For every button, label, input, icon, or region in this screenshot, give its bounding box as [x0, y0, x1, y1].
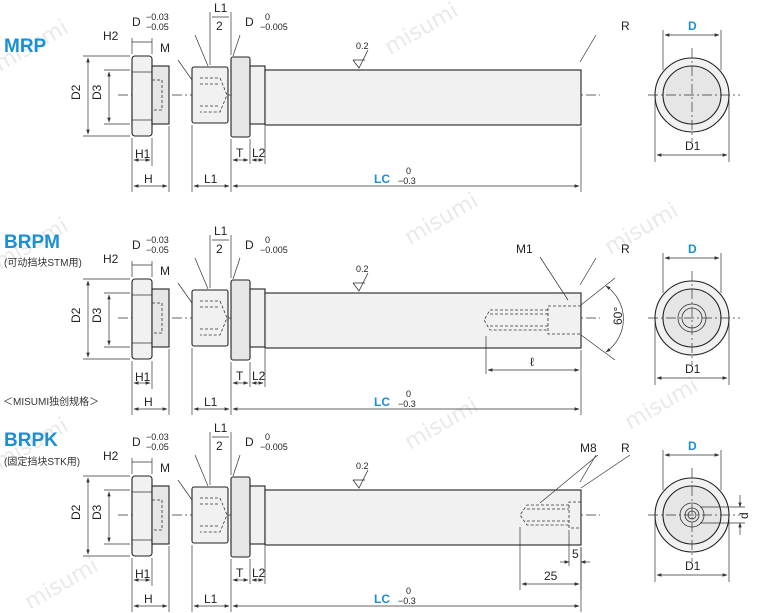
dim-d-label: D: [132, 15, 141, 29]
dim-lc-tol-top: 0: [406, 586, 411, 596]
dim-h: H: [144, 395, 153, 409]
dim-d-tol-bot: −0.05: [146, 22, 169, 32]
dim-d-tol-top: −0.03: [146, 432, 169, 442]
dim-d-label: D: [132, 238, 141, 252]
dim-d-label: D: [132, 435, 141, 449]
watermark: misumi: [601, 198, 683, 260]
dim-h2: H2: [103, 252, 119, 266]
dim-l1-half-bot: 2: [216, 242, 223, 256]
end-view-d: D: [688, 439, 697, 453]
dim-d2: D2: [69, 307, 83, 323]
bottom-note: ＜MISUMI独创规格＞: [3, 395, 99, 408]
view-note: (可动挡块STM用): [4, 256, 82, 269]
roughness: 0.2: [356, 461, 369, 471]
dim-d2: D2: [69, 504, 83, 520]
view-brpm: BRPM (可动挡块STM用) ＜MISUMI独创规格＞ H2 D −0.03 …: [3, 224, 740, 415]
watermark: misumi: [21, 553, 103, 613]
dim-lc-tol-bot: −0.3: [398, 399, 416, 409]
dim-r: R: [621, 19, 630, 33]
dim-d-tol-top: −0.03: [146, 235, 169, 245]
dim-lc-tol-bot: −0.3: [398, 176, 416, 186]
dim-d-tol2-bot: −0.005: [260, 442, 288, 452]
dim-d-tol2-top: 0: [265, 235, 270, 245]
dim-d-tol2-top: 0: [265, 432, 270, 442]
view-note: (固定挡块STK用): [4, 455, 80, 468]
dim-5: 5: [572, 547, 579, 561]
dim-r: R: [621, 242, 630, 256]
dim-m: M: [160, 461, 170, 475]
dim-m8: M8: [580, 441, 597, 455]
dim-t: T: [236, 369, 244, 383]
dim-d3: D3: [90, 84, 104, 100]
dim-t: T: [236, 566, 244, 580]
dim-l2: L2: [252, 146, 266, 160]
dim-h: H: [144, 592, 153, 606]
roughness: 0.2: [356, 41, 369, 51]
view-title: MRP: [4, 36, 47, 57]
view-mrp: MRP H2 D −0.03 −0.05 L1 2 D 0 −0.005 M D…: [4, 1, 740, 192]
dim-l1-half-bot: 2: [216, 19, 223, 33]
dim-h2: H2: [103, 449, 119, 463]
dim-d-tol2-bot: −0.005: [260, 22, 288, 32]
end-view-d1: D1: [685, 559, 701, 573]
watermark: misumi: [621, 373, 703, 435]
dim-lc: LC: [374, 592, 390, 606]
watermark: misumi: [381, 0, 463, 60]
dim-l1-half-bot: 2: [216, 439, 223, 453]
view-title: BRPM: [4, 232, 60, 253]
dim-m: M: [160, 264, 170, 278]
dim-m1: M1: [516, 242, 533, 256]
dim-d-label2: D: [245, 238, 254, 252]
end-view-d: D: [688, 19, 697, 33]
end-view-d: D: [688, 242, 697, 256]
dim-angle: 60°: [611, 307, 625, 325]
dim-h1: H1: [135, 147, 151, 161]
dim-l1: L1: [204, 592, 218, 606]
end-view-d1: D1: [685, 362, 701, 376]
dim-d-tol-top: −0.03: [146, 12, 169, 22]
dim-l2: L2: [252, 566, 266, 580]
view-title: BRPK: [4, 430, 58, 451]
end-view-d1: D1: [685, 139, 701, 153]
dim-d3: D3: [90, 504, 104, 520]
dim-d-label2: D: [245, 435, 254, 449]
dim-r: R: [621, 441, 630, 455]
dim-l2: L2: [252, 369, 266, 383]
dim-h: H: [144, 172, 153, 186]
dim-h2: H2: [103, 29, 119, 43]
dim-d-tol2-top: 0: [265, 12, 270, 22]
dim-l1-half-top: L1: [214, 421, 228, 435]
dim-m: M: [160, 41, 170, 55]
dim-l1: L1: [204, 395, 218, 409]
dim-d-tol2-bot: −0.005: [260, 245, 288, 255]
dim-d-tol-bot: −0.05: [146, 245, 169, 255]
dim-h1: H1: [135, 370, 151, 384]
roughness: 0.2: [356, 264, 369, 274]
dim-ell: ℓ: [530, 355, 534, 369]
dim-d2: D2: [69, 84, 83, 100]
dim-lc-tol-top: 0: [406, 166, 411, 176]
dim-l1-half-top: L1: [214, 224, 228, 238]
dim-25: 25: [544, 569, 558, 583]
dim-l1: L1: [204, 172, 218, 186]
dim-t: T: [236, 146, 244, 160]
dim-lc: LC: [374, 172, 390, 186]
dim-d-label2: D: [245, 15, 254, 29]
dim-d3: D3: [90, 307, 104, 323]
dim-small-d: d: [737, 512, 751, 519]
view-brpk: BRPK (固定挡块STK用) H2 D −0.03 −0.05 L1 2 D …: [4, 421, 751, 612]
watermark: misumi: [401, 188, 483, 250]
dim-lc-tol-bot: −0.3: [398, 596, 416, 606]
dim-lc-tol-top: 0: [406, 389, 411, 399]
dim-lc: LC: [374, 395, 390, 409]
dim-h1: H1: [135, 567, 151, 581]
dim-l1-half-top: L1: [214, 1, 228, 15]
dim-d-tol-bot: −0.05: [146, 442, 169, 452]
